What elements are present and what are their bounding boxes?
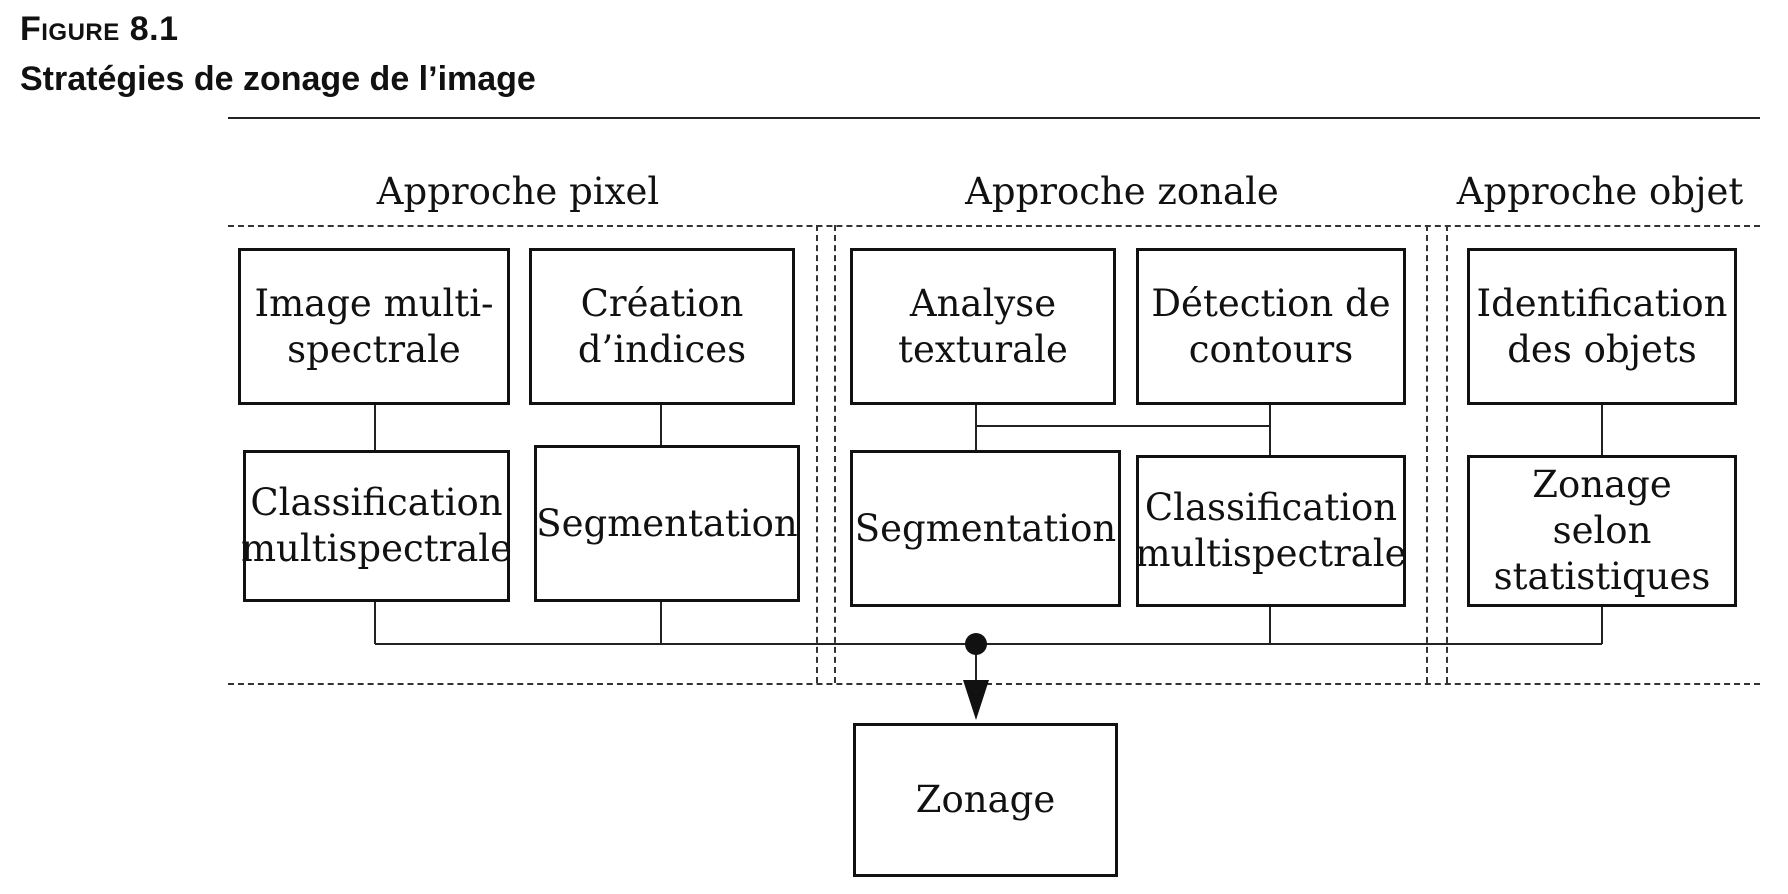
section-title-pixel: Approche pixel xyxy=(376,170,660,213)
figure-title: Stratégies de zonage de l’image xyxy=(20,60,536,98)
junction-dot xyxy=(965,633,987,655)
box-creation-indices: Création d’indices xyxy=(529,248,795,405)
section-title-object: Approche objet xyxy=(1456,170,1744,213)
box-detection-contours: Détection de contours xyxy=(1136,248,1406,405)
box-segmentation-pixel: Segmentation xyxy=(534,445,800,602)
box-analyse-texturale: Analyse texturale xyxy=(850,248,1116,405)
section-title-zonal: Approche zonale xyxy=(965,170,1279,213)
box-segmentation-zonal: Segmentation xyxy=(850,450,1121,607)
box-identification-objets: Identification des objets xyxy=(1467,248,1737,405)
separator-object-left xyxy=(1446,225,1448,683)
title-rule xyxy=(228,117,1760,119)
box-zonage: Zonage xyxy=(853,723,1118,877)
separator-zonal-right xyxy=(1426,225,1428,683)
separator-pixel-right xyxy=(816,225,818,683)
arrow-head xyxy=(963,680,989,720)
box-zonage-statistiques: Zonage selon statistiques xyxy=(1467,455,1737,607)
box-classification-zonal: Classification multispectrale xyxy=(1135,455,1407,607)
box-image-multispectrale: Image multi- spectrale xyxy=(238,248,510,405)
figure-label: Figure 8.1 xyxy=(20,10,179,48)
section-frame xyxy=(228,225,1760,685)
separator-zonal-left xyxy=(834,225,836,683)
box-classification-pixel: Classification multispectrale xyxy=(241,450,512,602)
